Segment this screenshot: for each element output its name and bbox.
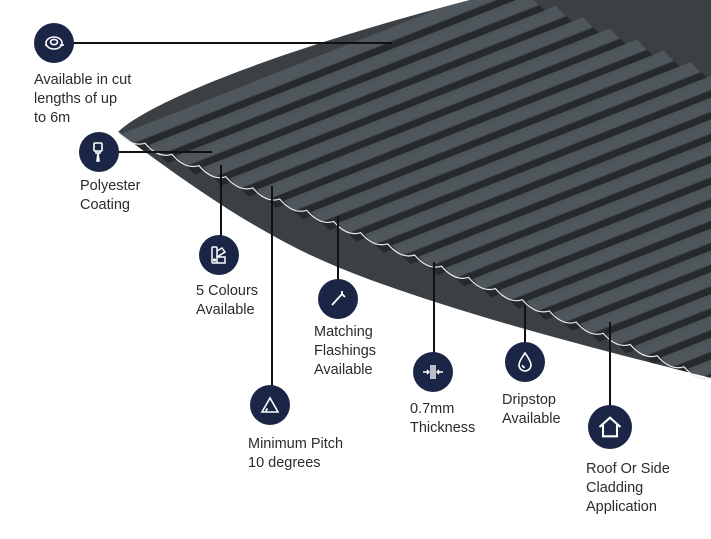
paint-brush-icon <box>79 132 119 172</box>
corrugation-trough <box>186 16 575 175</box>
corrugation-crest <box>364 84 711 245</box>
corrugation-crest <box>283 50 674 211</box>
corrugation-crest <box>310 61 701 222</box>
corrugation-crest <box>553 162 711 323</box>
corrugation-ridges <box>122 0 711 378</box>
corrugation-trough <box>348 83 711 242</box>
feature-label-dripstop: Dripstop Available <box>502 392 561 427</box>
feature-label-colours: 5 Colours Available <box>196 283 259 318</box>
water-drop-icon <box>505 342 545 382</box>
house-icon <box>588 405 632 449</box>
feature-label-thickness: 0.7mm Thickness <box>410 401 476 436</box>
corrugation-crest <box>202 17 593 178</box>
feature-label-cladding: Roof Or Side Cladding Application <box>586 461 670 515</box>
corrugation-crest <box>337 73 711 234</box>
corrugation-crest <box>148 0 539 155</box>
corrugation-trough <box>510 150 711 309</box>
corrugation-crest <box>445 117 711 278</box>
feature-label-pitch: Minimum Pitch 10 degrees <box>248 436 344 471</box>
colour-swatch-icon <box>199 235 239 275</box>
corrugation-trough <box>375 94 711 253</box>
corrugated-sheet <box>117 0 711 380</box>
corrugation-trough <box>564 173 711 332</box>
pitch-angle-icon <box>250 385 290 425</box>
corrugation-crest <box>499 140 711 301</box>
flashing-icon <box>318 279 358 319</box>
corrugation-trough <box>267 50 656 209</box>
feature-label-cut-lengths: Available in cut lengths of up to 6m <box>34 72 132 126</box>
corrugation-crest <box>391 95 711 256</box>
thickness-icon <box>413 352 453 392</box>
corrugation-trough <box>321 72 710 231</box>
corrugation-crest <box>256 39 647 200</box>
corrugation-trough <box>591 184 711 343</box>
corrugation-crest <box>607 184 711 345</box>
corrugation-trough <box>429 117 711 276</box>
corrugation-trough <box>537 161 711 320</box>
feature-label-polyester: Polyester Coating <box>80 178 141 213</box>
corrugation-crest <box>229 28 620 189</box>
corrugation-trough <box>132 0 521 153</box>
corrugation-crest <box>472 129 711 290</box>
corrugation-crest <box>580 173 711 334</box>
tape-measure-icon <box>34 23 74 63</box>
feature-label-flashings: Matching Flashings Available <box>314 324 377 378</box>
corrugation-trough <box>213 27 602 186</box>
corrugation-trough <box>240 38 629 197</box>
corrugation-trough <box>456 128 711 287</box>
corrugation-crest <box>526 151 711 312</box>
sheet-front-edge <box>117 131 711 380</box>
corrugation-trough <box>159 5 548 164</box>
corrugation-trough <box>483 139 711 298</box>
corrugation-trough <box>294 61 683 220</box>
leader-lines <box>74 42 611 406</box>
corrugation-trough <box>402 105 711 264</box>
corrugation-crest <box>175 6 566 167</box>
corrugation-crest <box>122 0 512 144</box>
